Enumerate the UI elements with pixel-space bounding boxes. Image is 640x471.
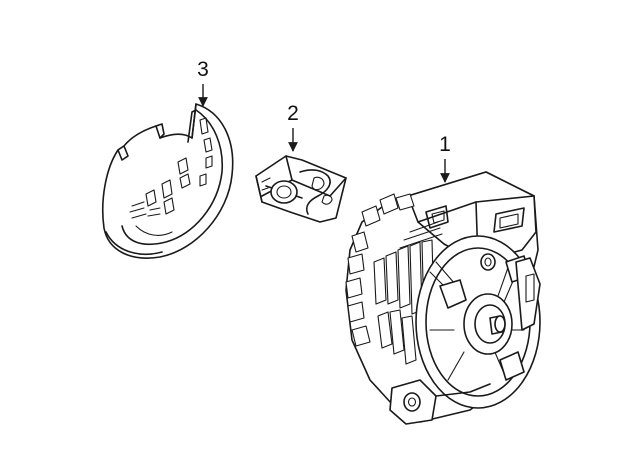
- callout-3: 3: [197, 58, 209, 107]
- callout-label-2: 2: [287, 102, 299, 125]
- callout-label-3: 3: [197, 58, 209, 81]
- callout-1: 1: [439, 133, 451, 183]
- regulator-part: [255, 155, 347, 223]
- callout-2: 2: [287, 102, 299, 152]
- alternator-part: [345, 171, 541, 425]
- shield-part: [101, 103, 234, 259]
- callout-label-1: 1: [439, 133, 451, 156]
